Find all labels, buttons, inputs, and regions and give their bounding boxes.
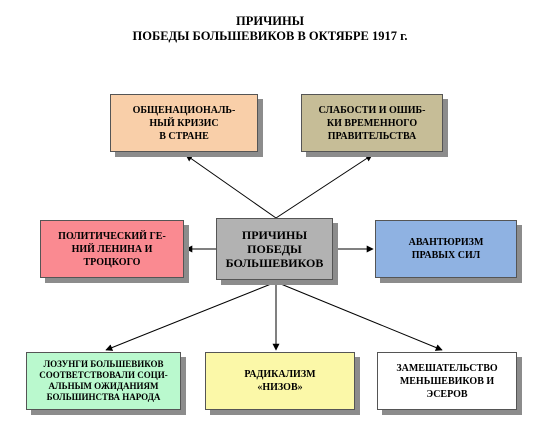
arrow-to-slogans: [105, 281, 277, 351]
cause-right-adventurism: АВАНТЮРИЗМ ПРАВЫХ СИЛ: [375, 220, 517, 278]
cause-provisional-government-weakness: СЛАБОСТИ И ОШИБ- КИ ВРЕМЕННОГО ПРАВИТЕЛЬ…: [301, 94, 443, 152]
cause-grassroots-radicalism: РАДИКАЛИЗМ «НИЗОВ»: [205, 352, 355, 410]
arrow-to-confusion: [275, 281, 443, 351]
arrow-to-crisis: [185, 154, 277, 219]
title-line-2: ПОБЕДЫ БОЛЬШЕВИКОВ В ОКТЯБРЕ 1917 г.: [132, 29, 408, 43]
cause-mensheviks-sr-confusion: ЗАМЕШАТЕЛЬСТВО МЕНЬШЕВИКОВ И ЭСЕРОВ: [377, 352, 517, 410]
cause-national-crisis: ОБЩЕНАЦИОНАЛЬ- НЫЙ КРИЗИС В СТРАНЕ: [110, 94, 258, 152]
diagram-title: ПРИЧИНЫ ПОБЕДЫ БОЛЬШЕВИКОВ В ОКТЯБРЕ 191…: [0, 14, 540, 44]
arrow-to-weakness: [275, 154, 373, 219]
cause-bolshevik-slogans: ЛОЗУНГИ БОЛЬШЕВИКОВ СООТВЕТСТВОВАЛИ СОЦИ…: [26, 352, 181, 410]
title-line-1: ПРИЧИНЫ: [236, 14, 304, 28]
cause-lenin-trotsky-genius: ПОЛИТИЧЕСКИЙ ГЕ- НИЙ ЛЕНИНА И ТРОЦКОГО: [40, 220, 184, 278]
central-node: ПРИЧИНЫ ПОБЕДЫ БОЛЬШЕВИКОВ: [216, 218, 333, 280]
